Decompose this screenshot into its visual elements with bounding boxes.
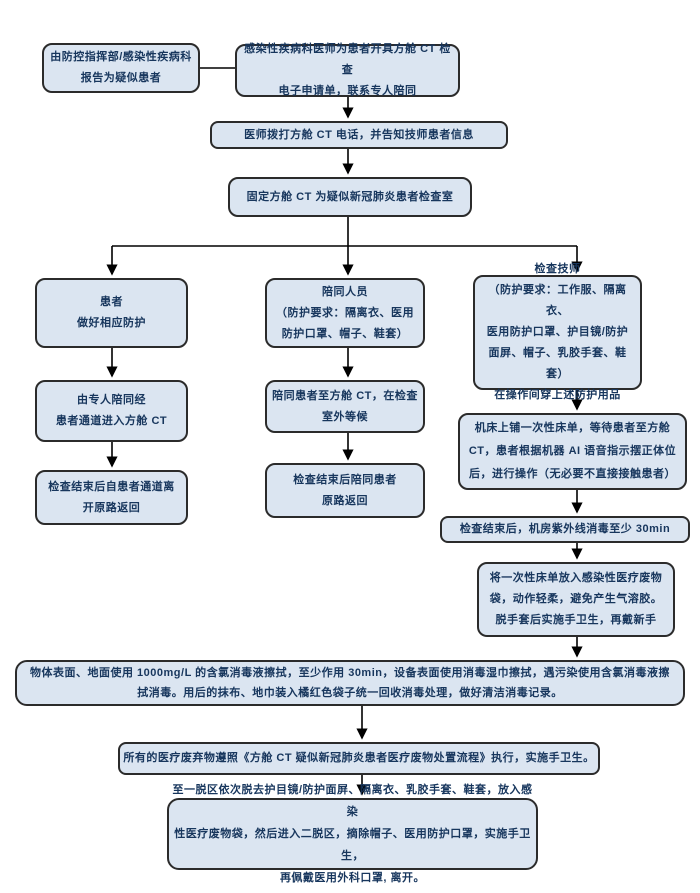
node-call-cabin-ct: 医师拨打方舱 CT 电话，并告知技师患者信息 [210, 121, 508, 149]
node-patient-enter-ct: 由专人陪同经 患者通道进入方舱 CT [35, 380, 188, 442]
node-patient-return: 检查结束后自患者通道离 开原路返回 [35, 470, 188, 525]
node-sheet-disposal: 将一次性床单放入感染性医疗废物 袋，动作轻柔，避免产生气溶胶。 脱手套后实施手卫… [477, 562, 675, 637]
node-doctor-orders-ct: 感染性疾病科医师为患者开具方舱 CT 检查 电子申请单，联系专人陪同 [235, 43, 460, 97]
node-patient-protection: 患者 做好相应防护 [35, 278, 188, 348]
node-medical-waste-process: 所有的医疗废弃物遵照《方舱 CT 疑似新冠肺炎患者医疗废物处置流程》执行，实施手… [118, 742, 600, 775]
node-surface-disinfection: 物体表面、地面使用 1000mg/L 的含氯消毒液擦拭，至少作用 30min，设… [15, 660, 685, 706]
node-report-suspected-patient: 由防控指挥部/感染性疾病科 报告为疑似患者 [42, 43, 200, 93]
node-doffing-area: 至一脱区依次脱去护目镜/防护面屏、隔离衣、乳胶手套、鞋套，放入感染 性医疗废物袋… [167, 784, 538, 884]
node-uv-disinfection: 检查结束后，机房紫外线消毒至少 30min [440, 516, 690, 543]
node-designate-ct-room: 固定方舱 CT 为疑似新冠肺炎患者检查室 [228, 177, 472, 217]
node-technician-ppe: 检查技师 （防护要求：工作服、隔离衣、 医用防护口罩、护目镜/防护 面屏、帽子、… [473, 263, 642, 401]
node-escort-wait-outside: 陪同患者至方舱 CT，在检查 室外等候 [265, 380, 425, 433]
node-escort-requirements: 陪同人员 （防护要求：隔离衣、医用 防护口罩、帽子、鞋套） [265, 278, 425, 348]
node-escort-return: 检查结束后陪同患者 原路返回 [265, 463, 425, 518]
node-technician-operate: 机床上铺一次性床单，等待患者至方舱 CT，患者根据机器 AI 语音指示摆正体位 … [458, 413, 687, 490]
